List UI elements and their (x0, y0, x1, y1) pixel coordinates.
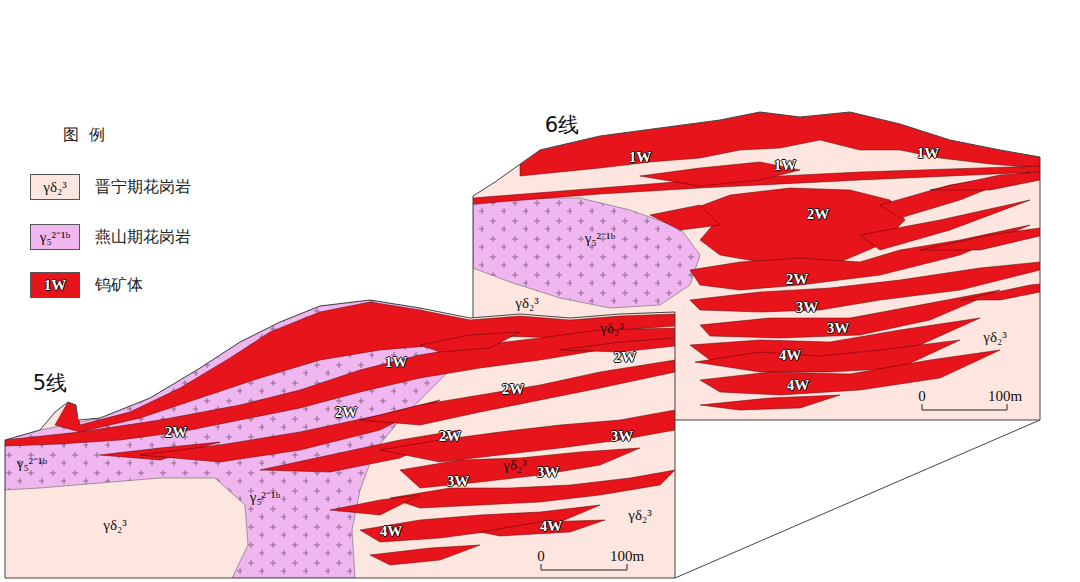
legend-text: 晋宁期花岗岩 (95, 179, 191, 195)
scale-number: 0 (918, 389, 926, 404)
ore-body-label: 2W (614, 350, 637, 365)
ore-body-label: 2W (335, 405, 358, 420)
block-edge (675, 420, 1040, 578)
ore-body-label: 3W (537, 465, 560, 480)
rock-label: γδ₂³ (628, 508, 651, 523)
ore-body-label: 3W (611, 429, 634, 444)
ore-body-label: 4W (779, 348, 802, 363)
scale-number: 100m (610, 549, 644, 564)
ore-body-label: 1W (629, 150, 652, 165)
rock-label: γδ₂³ (103, 518, 126, 533)
ore-body-label: 2W (786, 272, 809, 287)
rock-label: γ₅²⁻¹ᵇ (585, 231, 616, 246)
section-name: 6线 (545, 115, 579, 136)
ore-body-label: 4W (380, 524, 403, 539)
section-5 (5, 300, 675, 578)
legend-text: 燕山期花岗岩 (95, 229, 191, 245)
scale-bar (541, 564, 627, 570)
rock-label: γδ₂³ (600, 321, 623, 336)
ore-body-label: 2W (502, 382, 525, 397)
swatch-code: γδ₂³ (43, 180, 66, 195)
scale-number: 0 (537, 549, 545, 564)
section-name: 5线 (33, 373, 67, 394)
ore-body-label: 2W (439, 429, 462, 444)
scale-bar (922, 404, 1007, 410)
rock-label: γδ₂³ (983, 330, 1006, 345)
scale-number: 100m (988, 389, 1022, 404)
rock-label: γ₅²⁻¹ᵇ (250, 490, 281, 505)
ore-body-label: 3W (447, 474, 470, 489)
ore-body-label: 4W (540, 519, 563, 534)
swatch-code: γ₅²⁻¹ᵇ (40, 230, 71, 245)
ore-body-label: 2W (165, 425, 188, 440)
ore-body-label: 3W (827, 321, 850, 336)
rock-label: γ₅²⁻¹ᵇ (17, 456, 48, 471)
rock-label: γδ₂³ (515, 296, 538, 311)
ore-body-label: 3W (796, 300, 819, 315)
ore-body-label: 1W (385, 355, 408, 370)
legend-heading: 图 例 (63, 127, 106, 143)
swatch-code: 1W (44, 278, 67, 293)
ore-body-label: 2W (807, 207, 830, 222)
legend-text: 钨矿体 (95, 277, 143, 293)
ore-body-label: 4W (787, 378, 810, 393)
ore-body-label: 1W (774, 158, 797, 173)
ore-body-label: 1W (917, 146, 940, 161)
rock-label: γδ₂³ (503, 458, 526, 473)
